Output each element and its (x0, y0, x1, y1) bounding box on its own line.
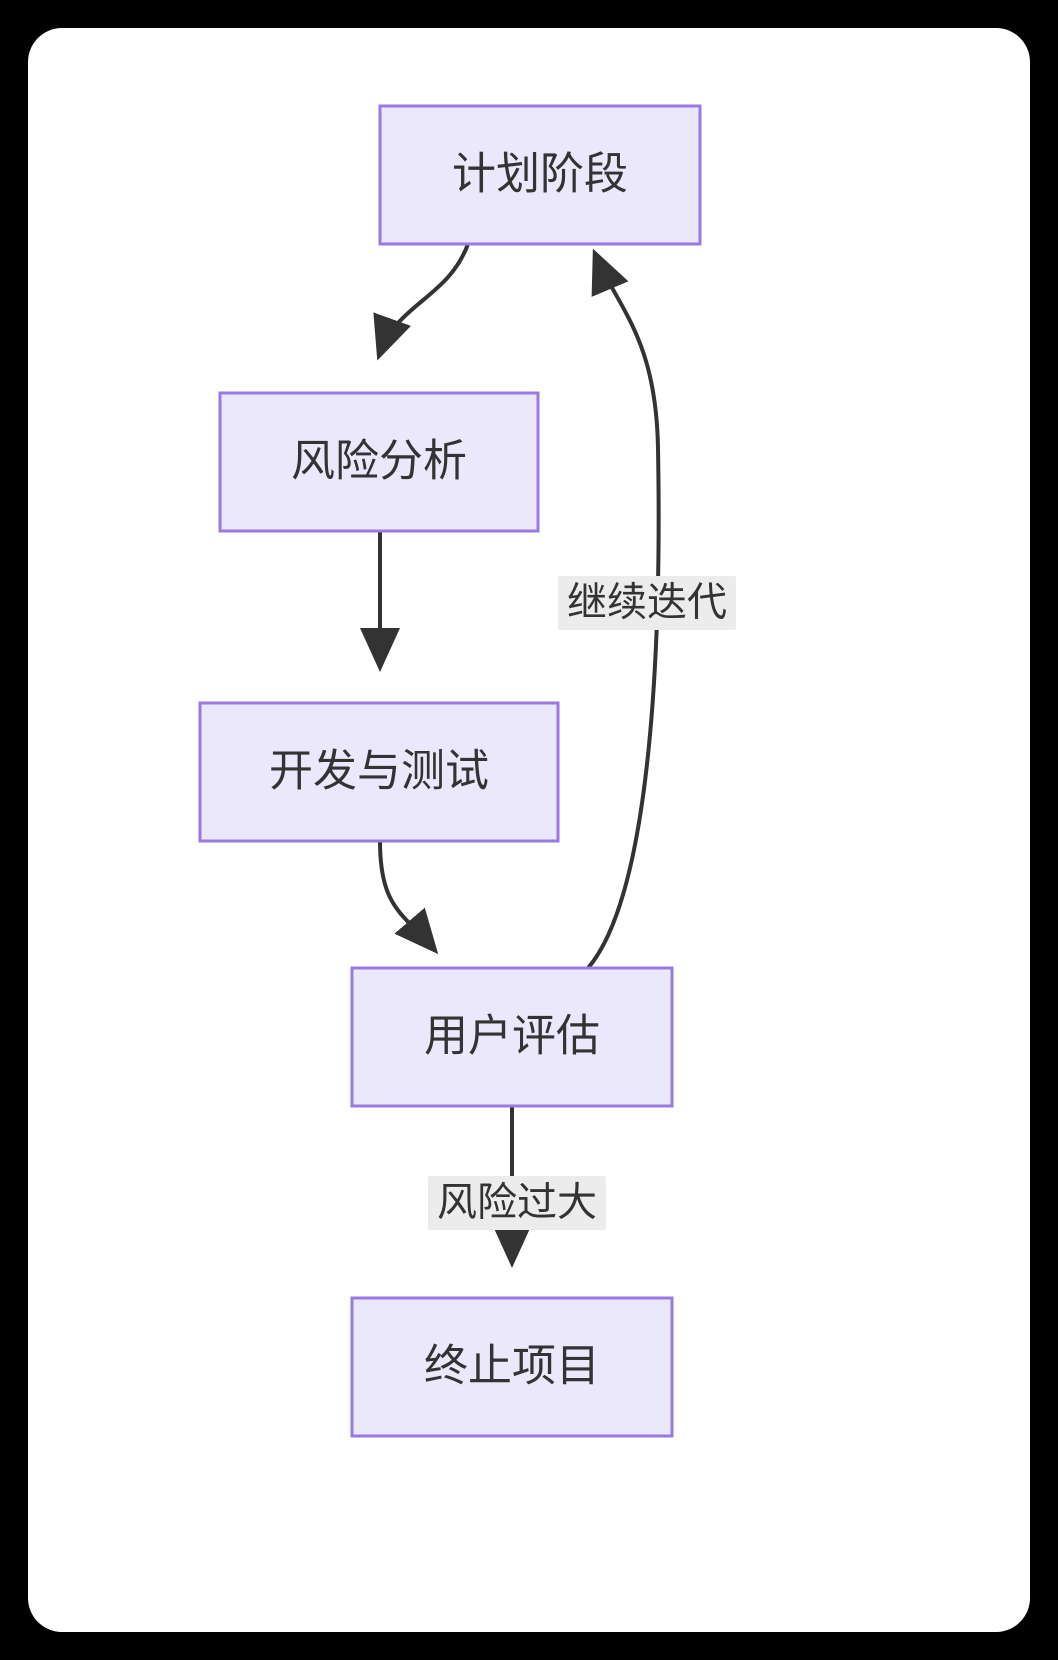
node-risk-analysis-box[interactable] (218, 391, 540, 533)
node-abort-project[interactable]: 终止项目 (350, 1296, 674, 1438)
node-user-review[interactable]: 用户评估 (350, 966, 674, 1108)
edge-label-continue-iteration-bg (558, 576, 736, 630)
node-develop-test[interactable]: 开发与测试 (198, 701, 560, 843)
flowchart-diagram: 继续迭代 风险过大 计划阶段 风险分析 开发与测试 用户评估 (198, 104, 736, 1438)
edge-path-plan-risk (373, 243, 470, 361)
node-risk-analysis-label: 风险分析 (291, 437, 467, 486)
node-user-review-box[interactable] (350, 966, 674, 1108)
node-abort-project-box[interactable] (350, 1296, 674, 1438)
node-plan-label: 计划阶段 (452, 150, 628, 199)
node-risk-analysis[interactable]: 风险分析 (218, 391, 540, 533)
node-user-review-label: 用户评估 (424, 1012, 600, 1061)
edge-review-to-plan (586, 248, 661, 970)
diagram-card: 继续迭代 风险过大 计划阶段 风险分析 开发与测试 用户评估 (28, 28, 1030, 1632)
edge-label-continue-iteration: 继续迭代 (558, 576, 736, 630)
edge-develop-to-review (378, 840, 439, 955)
node-plan[interactable]: 计划阶段 (378, 104, 702, 246)
edge-label-risk-too-high-bg (428, 1176, 606, 1230)
edge-plan-to-risk (373, 243, 470, 361)
edge-label-risk-too-high-text: 风险过大 (437, 1181, 597, 1225)
node-plan-box[interactable] (378, 104, 702, 246)
node-develop-test-label: 开发与测试 (269, 747, 489, 796)
edge-path-review-plan (586, 248, 661, 970)
node-abort-project-label: 终止项目 (424, 1342, 600, 1391)
node-develop-test-box[interactable] (198, 701, 560, 843)
edge-label-continue-iteration-text: 继续迭代 (567, 581, 727, 625)
edge-label-risk-too-high: 风险过大 (428, 1176, 606, 1230)
edge-path-develop-review (378, 840, 439, 955)
